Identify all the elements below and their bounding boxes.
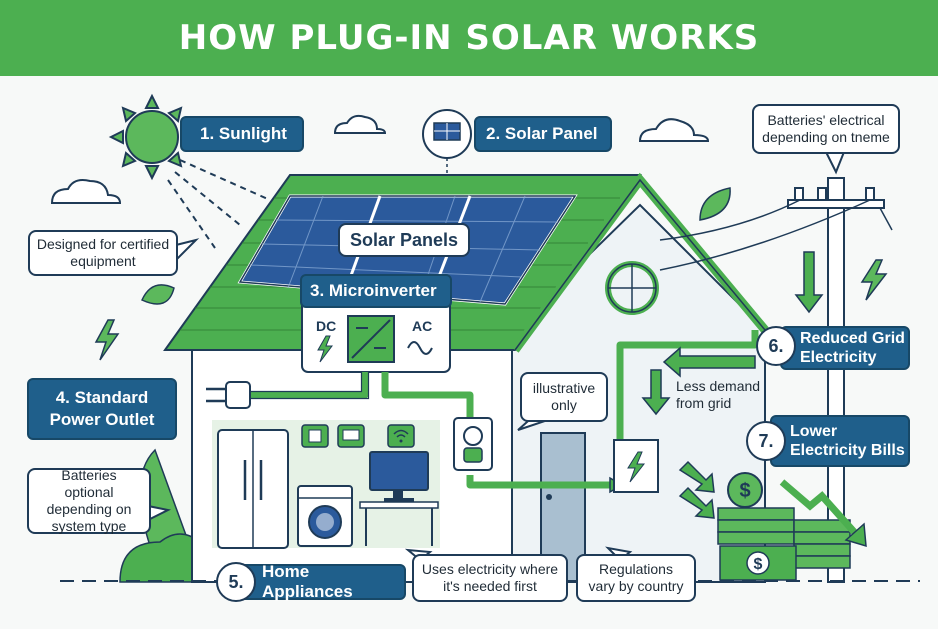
appliance-icon — [301, 424, 329, 448]
step-solar-panel-label: 2. Solar Panel — [486, 124, 598, 143]
note-batteries-grid: Batteries' electrical depending on tneme — [752, 104, 900, 154]
step-bills-tag: Lower Electricity Bills — [770, 415, 910, 467]
step-bills-label: Lower Electricity Bills — [790, 423, 905, 459]
cash-stack-icon: $ — [717, 507, 851, 581]
ac-label: AC — [412, 318, 433, 334]
trend-down-icon — [779, 479, 867, 548]
cloud-icon — [638, 118, 710, 142]
dc-label: DC — [316, 318, 337, 334]
leaf-icon — [699, 187, 731, 221]
step-microinverter-tag: 3. Microinverter — [300, 274, 452, 308]
utility-pole-icon — [659, 177, 893, 583]
step-power-outlet-label: 4. Standard Power Outlet — [49, 388, 155, 429]
less-demand-label: Less demand from grid — [676, 378, 761, 411]
tv-icon — [337, 424, 365, 448]
title-banner: HOW PLUG-IN SOLAR WORKS — [0, 0, 938, 76]
step-appliances-number: 5. — [216, 562, 256, 602]
step-sunlight-label: 1. Sunlight — [200, 124, 287, 143]
note-batteries-optional: Batteries optional depending on system t… — [27, 467, 151, 534]
fridge-icon — [217, 429, 289, 549]
solar-panel-icon — [422, 109, 472, 211]
step-appliances-label: Home Appliances — [262, 562, 353, 601]
lightning-icon — [860, 259, 888, 301]
step-power-outlet-tag: 4. Standard Power Outlet — [27, 378, 177, 440]
step-microinverter-label: 3. Microinverter — [310, 281, 437, 300]
svg-text:$: $ — [754, 556, 763, 573]
note-certified: Designed for certified equipment — [28, 230, 178, 276]
monitor-icon — [359, 451, 439, 546]
meter-icon — [613, 439, 659, 493]
lightning-icon — [94, 319, 120, 361]
outlet-icon — [453, 417, 493, 471]
svg-text:$: $ — [739, 480, 750, 502]
step-solar-panel-tag: 2. Solar Panel — [474, 116, 612, 152]
page-title: HOW PLUG-IN SOLAR WORKS — [178, 18, 760, 58]
plug-icon — [206, 381, 251, 409]
step-bills-number: 7. — [746, 421, 786, 461]
note-illustrative: illustrative only — [520, 372, 608, 422]
step-grid-label: Reduced Grid Electricity — [800, 330, 905, 366]
step-grid-number: 6. — [756, 326, 796, 366]
dollar-coin-icon: $ — [727, 472, 763, 508]
cloud-icon — [333, 114, 387, 134]
note-regulations: Regulations vary by country — [576, 554, 696, 602]
leaf-icon — [141, 284, 175, 305]
wifi-icon — [387, 424, 415, 448]
step-grid-tag: Reduced Grid Electricity — [780, 326, 910, 370]
washer-icon — [297, 485, 353, 547]
step-sunlight-tag: 1. Sunlight — [180, 116, 304, 152]
note-uses-first: Uses electricity where it's needed first — [412, 554, 568, 602]
cloud-icon — [50, 179, 122, 204]
solar-panels-label: Solar Panels — [338, 223, 470, 257]
step-appliances-tag: Home Appliances — [230, 562, 406, 601]
